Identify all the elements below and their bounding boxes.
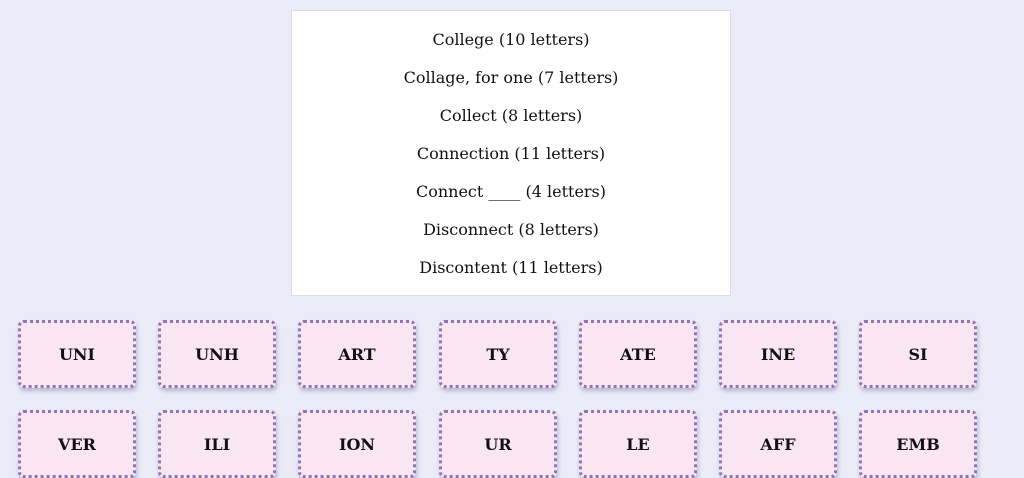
clue-4: Connection (11 letters) (416, 144, 606, 163)
tile[interactable]: UNH (158, 320, 276, 388)
clue-3: Collect (8 letters) (439, 106, 583, 125)
tile[interactable]: VER (18, 410, 136, 478)
clue-2: Collage, for one (7 letters) (403, 68, 619, 87)
clue-panel: College (10 letters) Collage, for one (7… (291, 10, 731, 296)
tile[interactable]: EMB (859, 410, 977, 478)
tile[interactable]: ILI (158, 410, 276, 478)
tile[interactable]: UR (439, 410, 557, 478)
tile[interactable]: SI (859, 320, 977, 388)
tile[interactable]: UNI (18, 320, 136, 388)
tile[interactable]: ATE (579, 320, 697, 388)
tile[interactable]: TY (439, 320, 557, 388)
clue-1: College (10 letters) (432, 30, 590, 49)
tile[interactable]: ART (298, 320, 416, 388)
clue-5: Connect ____ (4 letters) (415, 182, 607, 201)
clue-6: Disconnect (8 letters) (423, 220, 599, 239)
tile[interactable]: INE (719, 320, 837, 388)
tile[interactable]: ION (298, 410, 416, 478)
clue-7: Discontent (11 letters) (419, 258, 603, 277)
tile[interactable]: AFF (719, 410, 837, 478)
tile[interactable]: LE (579, 410, 697, 478)
